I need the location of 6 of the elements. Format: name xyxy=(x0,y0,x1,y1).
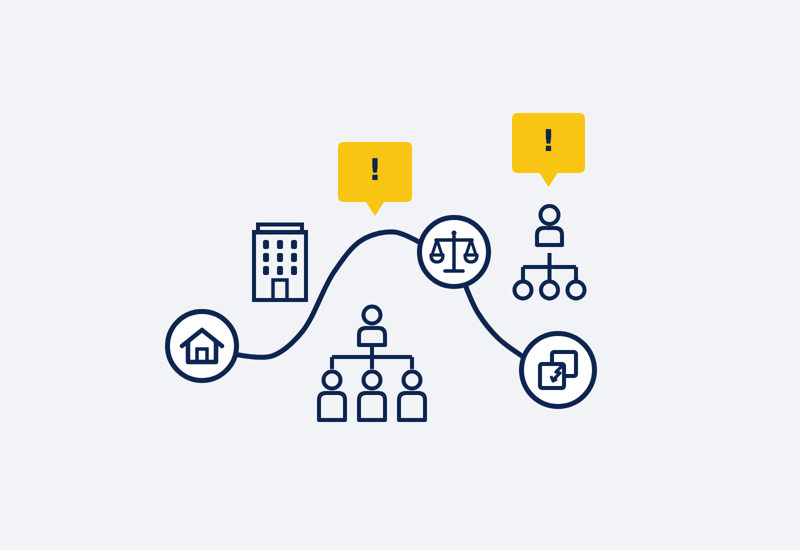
exclamation-mark: ! xyxy=(542,127,556,157)
speech-bubble xyxy=(338,142,412,216)
speech-bubble xyxy=(512,113,585,187)
exclamation-mark: ! xyxy=(368,156,382,186)
connector-line xyxy=(235,229,421,360)
connector-line xyxy=(464,284,524,358)
